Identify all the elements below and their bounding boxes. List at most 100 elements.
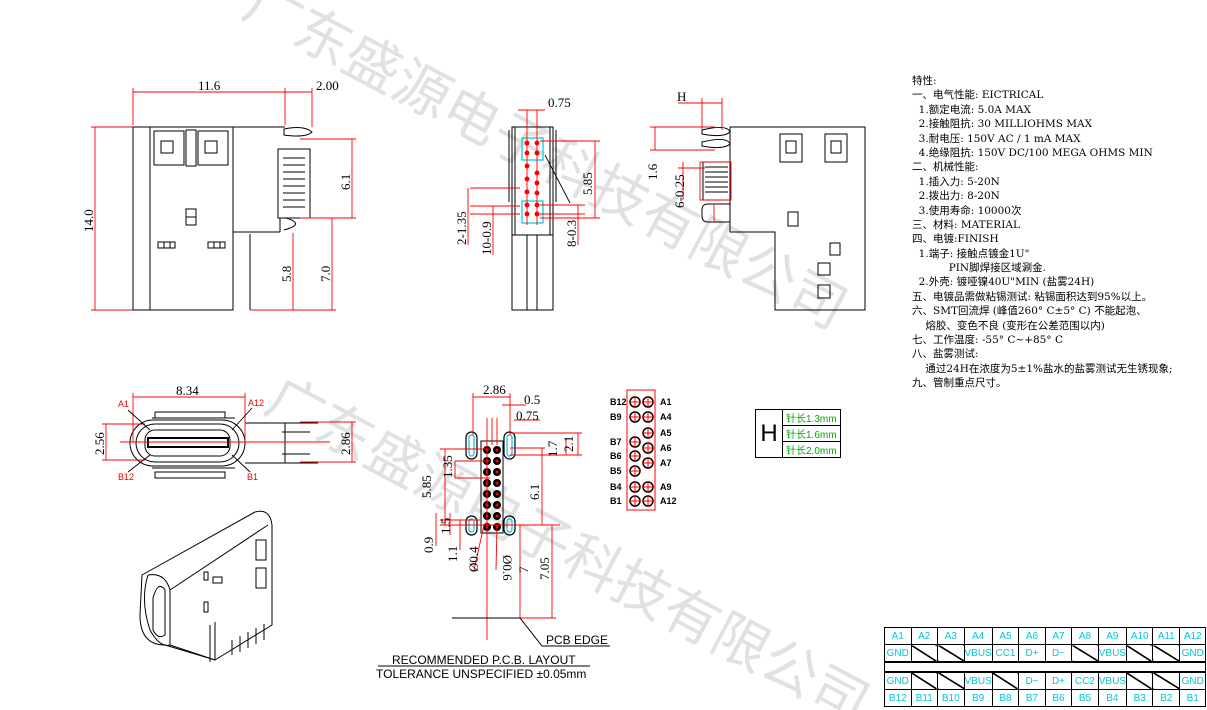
pin-label: B11 [910,689,938,707]
watermark-text: 广东盛源电子科技有限公司 [233,0,857,343]
dimension-label: 2.86 [338,432,353,455]
pin-signal: GND [1178,644,1207,663]
pin-label: B7 [610,437,622,447]
pcb-edge-label: PCB EDGE [546,633,608,647]
spec-line: 4.绝缘阻抗: 150V DC/100 MEGA OHMS MIN [912,146,1153,159]
pin-label: A4 [660,412,672,422]
pin-length-table: H 针长1.3mm 针长1.6mm 针长2.0mm [755,409,841,458]
pin-signal: CC1 [991,644,1020,663]
pin-label: A9 [660,482,672,492]
pin-signal [937,644,965,663]
dimension-label: A12 [248,398,264,408]
spec-line: 2.外壳: 镀哑镍40U"MIN (盐雾24H) [912,276,1095,289]
pin-dot [534,170,540,176]
spec-line: PIN脚焊接区域涮金. [912,262,1046,275]
dimension-label: 0.75 [516,408,539,423]
dimension-label: 6.1 [527,484,542,500]
pcb-layout-title: RECOMMENDED P.C.B. LAYOUT [392,653,576,667]
dimension-label: 2-1.35 [454,211,469,245]
dimension-label: 2.00 [316,78,339,93]
pad-hole [495,481,499,485]
spec-line: 四、电镀:FINISH [912,233,999,246]
pad-hole [495,514,499,518]
pin-dot [524,211,530,217]
pin-label: B5 [610,466,622,476]
spec-line: 3.使用寿命: 10000次 [912,204,1022,217]
pin-signal [1125,671,1154,690]
pin-label: A6 [1018,627,1046,645]
pin-signal: GND [884,671,912,690]
spec-line: 熔胶、变色不良 (变形在公差范围以内) [912,319,1105,332]
dimension-label: 5.8 [279,266,294,282]
pin-dot [534,180,540,186]
pin-signal: GND [884,644,912,663]
pin-length-option: 针长2.0mm [782,441,841,458]
pin-signal: D+ [1044,671,1073,690]
pin-label: B6 [610,451,622,461]
dimension-label: Ø0.4 [466,546,481,572]
isometric-view [139,510,273,662]
pin-signal: CC2 [1071,671,1099,690]
pin-label: A5 [660,428,672,438]
tolerance-note: TOLERANCE UNSPECIFIED ±0.05mm [376,667,586,681]
pin-cross [642,442,654,454]
pin-dot [534,202,540,208]
pin-signal: VBUS [963,644,993,663]
pin-label: A4 [963,627,993,645]
dimension-label: 10-0.9 [479,221,494,255]
pin-dot [534,140,540,146]
pin-signal: VBUS [1097,644,1127,663]
pin-label: B7 [1018,689,1046,707]
spec-line: 1.额定电流: 5.0A MAX [912,103,1031,116]
pin-signal [1152,671,1180,690]
pin-label: B1 [1178,689,1207,707]
dimension-label: 5.85 [419,475,434,498]
pin-cross [629,436,641,448]
dimension-label: 2.86 [483,382,506,397]
spec-line: 九、管制重点尺寸。 [912,377,1007,390]
pin-label: A1 [884,627,912,645]
pin-signal: D− [1044,644,1073,663]
pin-cross [629,495,641,507]
pin-label: B4 [1097,689,1127,707]
pin-dot [534,150,540,156]
spec-line: 二、机械性能: [912,161,979,174]
contact-lines [283,157,305,208]
pin-signal [910,644,938,663]
dimension-label: 7.05 [537,557,552,580]
pin-cross [642,427,654,439]
dimension-label: 7 [516,566,531,573]
dimension-label: A1 [118,399,129,409]
pin-label: A9 [1097,627,1127,645]
pin-label: B12 [610,397,627,407]
spec-line: 五、电镀品需做粘锡测试: 粘锡面积达到95%以上。 [912,290,1153,303]
specifications: 特性:一、电气性能: EICTRICAL 1.额定电流: 5.0A MAX 2.… [912,74,1173,391]
pin-dot [524,163,530,169]
dimension-label: 7.0 [318,266,333,282]
dimension-label: 1.7 [545,440,560,457]
pin-cross [642,481,654,493]
pin-signal [937,671,965,690]
dimension-label: 0.9 [421,537,436,553]
spec-line: 六、SMT回流焊 (峰值260° C±5° C) 不能起泡、 [912,305,1147,318]
dimension-label: B1 [247,472,258,482]
pin-dot [534,190,540,196]
pad-hole [495,503,499,507]
pin-dot [534,211,540,217]
pin-label: B5 [1071,689,1099,707]
dimension-label: 8-0.3 [564,220,579,247]
pin-cross [629,450,641,462]
pin-cross [629,481,641,493]
dimension-label: 1.5 [438,518,453,534]
pin-dot [524,202,530,208]
dimension-label: 1.6 [645,163,660,180]
side-view [701,126,866,311]
dimension-label: 2.56 [92,432,107,455]
pin-label: A7 [1044,627,1073,645]
end-view-dimensions [467,109,600,255]
pin-cross [642,495,654,507]
pad-hole [495,459,499,463]
socket-view [129,411,318,479]
pin-label: B6 [1044,689,1073,707]
dimension-label: 8.34 [176,383,199,398]
